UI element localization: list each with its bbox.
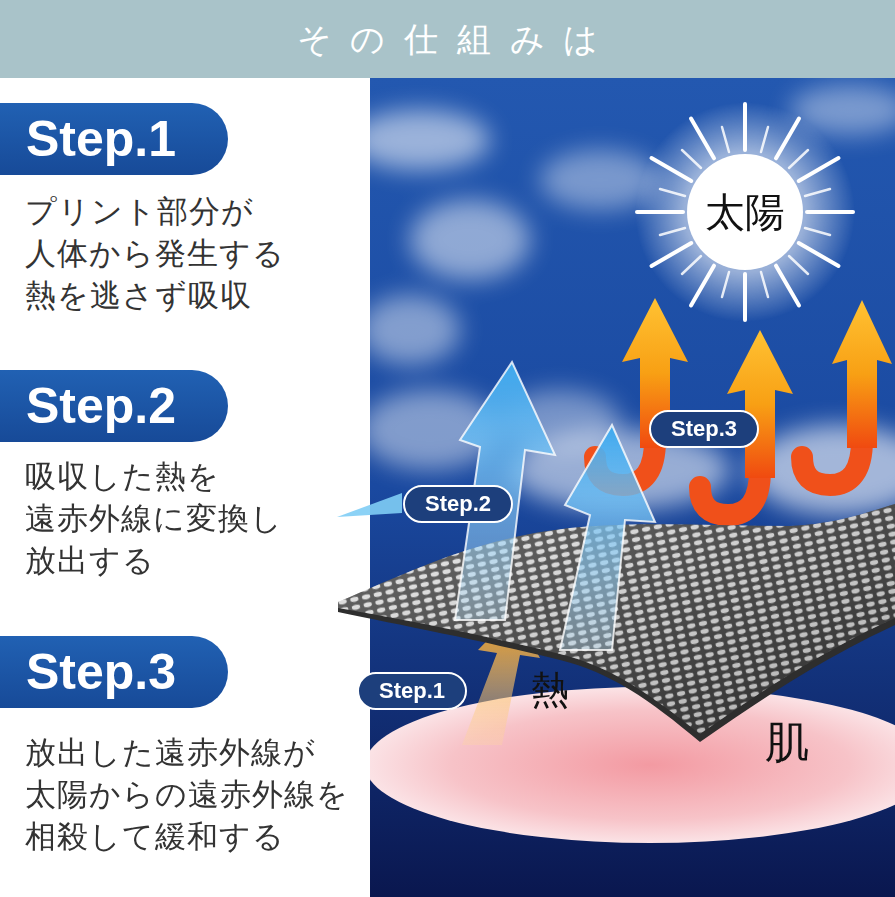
step-description: 放出した遠赤外線が 太陽からの遠赤外線を 相殺して緩和する	[25, 731, 365, 857]
title: その仕組みは	[0, 0, 895, 78]
step-description: 吸収した熱を 遠赤外線に変換し 放出する	[25, 455, 365, 581]
sun	[635, 102, 855, 322]
step-tag-text: Step.2	[410, 487, 506, 521]
sun-label: 太陽	[705, 190, 785, 234]
far-infrared-arrows	[595, 298, 892, 515]
step-heading: Step.1	[0, 103, 176, 175]
step-tag: Step.1	[357, 672, 467, 710]
clouds	[370, 85, 895, 515]
skin-label: 肌	[765, 718, 809, 766]
step-pill: Step.1プリント部分が 人体から発生する 熱を逃さず吸収	[0, 103, 228, 175]
step-description: プリント部分が 人体から発生する 熱を逃さず吸収	[25, 190, 365, 316]
step-tag-text: Step.1	[364, 674, 460, 708]
title-band: その仕組みは	[0, 0, 895, 78]
step-tag: Step.3	[649, 410, 759, 448]
released-infrared-arrows	[337, 362, 655, 650]
step-pill: Step.2吸収した熱を 遠赤外線に変換し 放出する	[0, 370, 228, 442]
heat-label: 熱	[531, 670, 569, 712]
step-tag-text: Step.3	[656, 412, 752, 446]
step-tag: Step.2	[403, 485, 513, 523]
step-pill: Step.3放出した遠赤外線が 太陽からの遠赤外線を 相殺して緩和する	[0, 636, 228, 708]
skin-surface	[370, 687, 895, 843]
step-heading: Step.2	[0, 370, 176, 442]
step-heading: Step.3	[0, 636, 176, 708]
